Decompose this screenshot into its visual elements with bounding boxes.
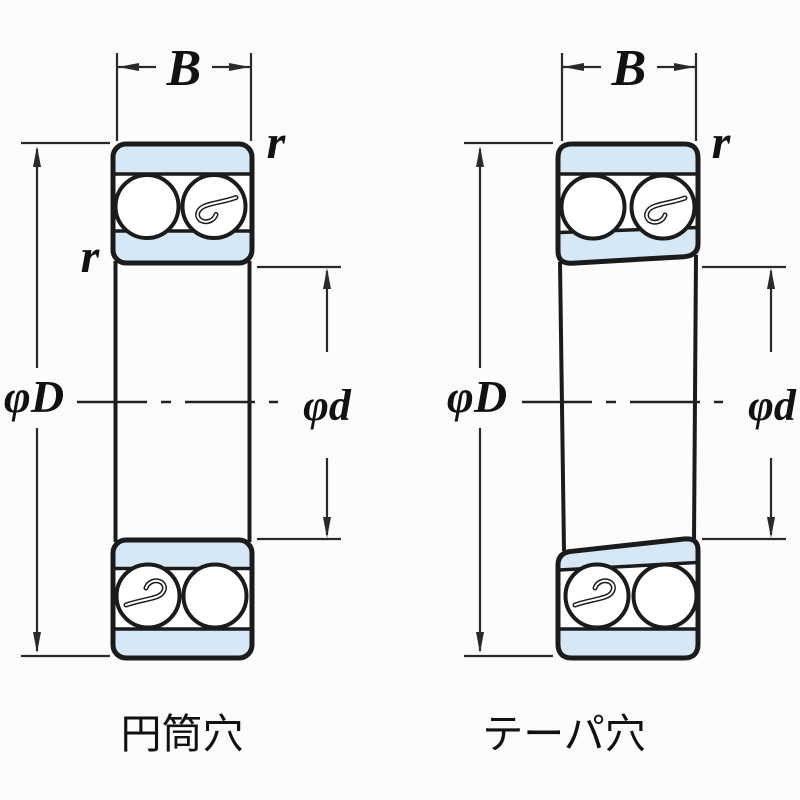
dimension-bore-diameter: φd bbox=[257, 265, 352, 541]
ring-outline bbox=[555, 536, 701, 661]
arrowhead-up bbox=[323, 268, 331, 289]
ball bbox=[113, 173, 181, 240]
bore-line-left bbox=[558, 261, 566, 552]
bearing-caption: テーパ穴 bbox=[482, 711, 646, 757]
ball bbox=[181, 562, 249, 630]
upper-ring-section bbox=[555, 141, 701, 266]
chamfer-radius-label-side: r bbox=[81, 230, 101, 283]
lower-ring-section bbox=[110, 537, 255, 661]
dimension-bore-diameter: φd bbox=[702, 265, 797, 541]
chamfer-radius-label-top: r bbox=[712, 116, 732, 169]
cage-hook-icon bbox=[644, 195, 688, 225]
dimension-outer-diameter: φD bbox=[4, 141, 110, 658]
width-label: B bbox=[166, 40, 202, 97]
outer-diameter-label: φD bbox=[447, 371, 507, 422]
arrowhead-down bbox=[476, 632, 484, 653]
ball bbox=[563, 562, 631, 630]
cage-hook-icon bbox=[195, 195, 239, 225]
width-label: B bbox=[611, 40, 647, 97]
arrowhead-down bbox=[323, 517, 331, 538]
cage-hook-icon bbox=[572, 578, 616, 608]
lower-ring-section bbox=[555, 536, 701, 661]
outer-diameter-label: φD bbox=[4, 371, 64, 422]
arrowhead-right bbox=[674, 63, 695, 71]
ball bbox=[114, 562, 182, 630]
ball bbox=[629, 173, 697, 241]
bore-line-right bbox=[692, 254, 698, 541]
bearing-caption: 円筒穴 bbox=[121, 711, 244, 757]
arrowhead-left bbox=[118, 63, 139, 71]
arrowhead-up bbox=[33, 146, 41, 167]
ring-outline bbox=[110, 537, 255, 661]
ball bbox=[180, 173, 248, 240]
bearing-cylindrical-bore: B r r φD φd 円筒穴 bbox=[4, 40, 352, 757]
arrowhead-up bbox=[476, 146, 484, 167]
dimension-width-B: B bbox=[560, 40, 698, 141]
bore-diameter-label: φd bbox=[303, 381, 352, 430]
arrowhead-up bbox=[767, 268, 775, 289]
upper-ring-section bbox=[110, 141, 255, 266]
arrowhead-left bbox=[563, 63, 584, 71]
arrowhead-down bbox=[767, 517, 775, 538]
arrowhead-right bbox=[229, 63, 250, 71]
ball bbox=[631, 562, 699, 630]
ball bbox=[559, 173, 627, 241]
bore-diameter-label: φd bbox=[748, 381, 797, 430]
dimension-outer-diameter: φD bbox=[447, 141, 553, 658]
arrowhead-down bbox=[33, 632, 41, 653]
bearing-tapered-bore: B r φD φd テーパ穴 bbox=[447, 40, 797, 757]
cage-hook-icon bbox=[123, 578, 167, 608]
dimension-width-B: B bbox=[115, 40, 253, 141]
ring-outline bbox=[110, 141, 255, 266]
chamfer-radius-label-top: r bbox=[267, 116, 287, 169]
ring-outline bbox=[555, 141, 701, 266]
